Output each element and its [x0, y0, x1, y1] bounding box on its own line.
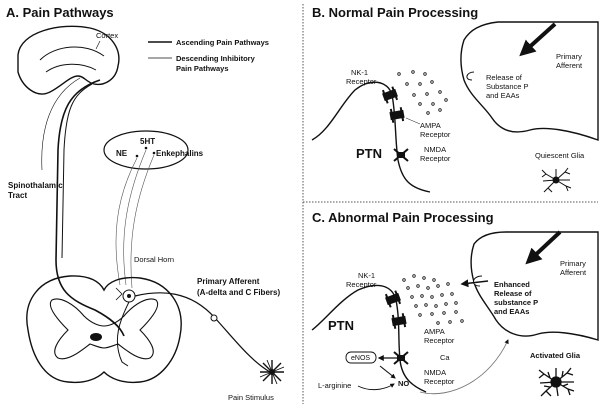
- afferent-c-label-1: Primary: [560, 259, 586, 268]
- ascending-tract-path-2: [61, 83, 93, 259]
- enkephalins-label: Enkephalins: [156, 149, 204, 158]
- panel-a: A. Pain Pathways Cortex Ascending Pain P…: [6, 5, 285, 402]
- ptn-label-b: PTN: [356, 146, 382, 161]
- release-vesicle-c: [473, 275, 483, 287]
- spinal-cord-outline: [26, 275, 182, 384]
- descending-line-enk: [130, 154, 155, 289]
- nmda-label-c-2: Receptor: [424, 377, 455, 386]
- ne-label: NE: [116, 149, 128, 158]
- afferent-a-label-2: (A-delta and C Fibers): [197, 288, 280, 297]
- panel-c-title: C. Abnormal Pain Processing: [312, 210, 494, 225]
- crossing-fiber: [116, 301, 130, 367]
- ht5-label: 5HT: [140, 137, 155, 146]
- grey-matter-outline: [50, 298, 158, 360]
- release-b-label-1: Release of: [486, 73, 523, 82]
- dorsal-root-ganglion: [210, 314, 218, 322]
- ptn-label-c: PTN: [328, 318, 354, 333]
- neurotransmitter-dots-c: [402, 274, 464, 325]
- nk1-label-b-2: Receptor: [346, 77, 377, 86]
- panel-a-title: A. Pain Pathways: [6, 5, 114, 20]
- ampa-receptor-c-icon: [391, 313, 407, 329]
- release-arrow-c: [460, 279, 489, 288]
- legend-descending-label-1: Descending Inhibitory: [176, 54, 256, 63]
- release-vesicle-b: [466, 71, 475, 81]
- nk1-label-c-1: NK-1: [358, 271, 375, 280]
- enos-label: eNOS: [351, 355, 370, 362]
- activated-glia-icon: [538, 367, 575, 397]
- nmda-label-b-2: Receptor: [420, 154, 451, 163]
- cortex-inner-line: [39, 46, 105, 61]
- enhanced-label-4: and EAAs: [494, 307, 529, 316]
- arrow-enos-no: [379, 365, 396, 379]
- quiescent-glia-icon: [541, 167, 572, 193]
- enk-dot: [152, 151, 156, 155]
- nmda-label-c-1: NMDA: [424, 368, 446, 377]
- big-arrow-c: [525, 230, 562, 265]
- descending-line-ne: [115, 157, 138, 286]
- cortex-outline: [17, 25, 120, 95]
- legend-ascending-label: Ascending Pain Pathways: [176, 38, 269, 47]
- ca-label: Ca: [440, 353, 450, 362]
- dorsal-horn-fork: [115, 287, 123, 301]
- ampa-label-c-2: Receptor: [424, 336, 455, 345]
- ptn-membrane-c: [311, 284, 427, 393]
- cortex-leader: [95, 40, 101, 50]
- pain-stimulus-label: Pain Stimulus: [228, 393, 274, 402]
- arrow-no-glia: [419, 339, 509, 395]
- ampa-receptor-b-icon: [389, 107, 405, 123]
- nk1-label-c-2: Receptor: [346, 280, 377, 289]
- descending-line-5ht: [123, 149, 147, 286]
- ptn-membrane-b: [311, 81, 431, 193]
- afferent-terminal-b: [460, 21, 599, 141]
- arrow-larginine-no: [357, 383, 395, 391]
- nk1-receptor-b-icon: [381, 86, 399, 104]
- ampa-label-b-1: AMPA: [420, 121, 441, 130]
- activated-glia-label: Activated Glia: [530, 351, 581, 360]
- legend-descending-label-2: Pain Pathways: [176, 64, 229, 73]
- ne-dot: [135, 154, 139, 158]
- quiescent-glia-label: Quiescent Glia: [535, 151, 585, 160]
- nmda-receptor-b-icon: [393, 148, 409, 162]
- ampa-label-c-1: AMPA: [424, 327, 445, 336]
- cortex-inner-line-2: [45, 63, 97, 73]
- primary-afferent-path-a: [134, 292, 271, 373]
- afferent-b-label-1: Primary: [556, 52, 582, 61]
- afferent-c-label-2: Afferent: [560, 268, 587, 277]
- afferent-terminal-c: [470, 231, 599, 341]
- spinothalamic-tract-path: [55, 79, 125, 337]
- dorsal-horn-neuron-core: [127, 294, 131, 298]
- tract-label-1: Spinothalamic: [8, 181, 63, 190]
- panel-b: B. Normal Pain Processing PTN NK-1 Recep…: [311, 5, 599, 193]
- central-canal: [90, 333, 102, 341]
- afferent-b-label-2: Afferent: [556, 61, 583, 70]
- pain-stimulus-star-icon: [259, 359, 285, 385]
- panel-b-title: B. Normal Pain Processing: [312, 5, 478, 20]
- tract-label-2: Tract: [8, 191, 27, 200]
- dorsal-horn-label: Dorsal Horn: [134, 255, 174, 264]
- enhanced-label-1: Enhanced: [494, 280, 530, 289]
- nk1-label-b-1: NK-1: [351, 68, 368, 77]
- enos-box: [345, 351, 377, 364]
- big-arrow-b: [519, 22, 557, 57]
- neurotransmitter-dots-b: [397, 70, 448, 115]
- enhanced-label-2: Release of: [494, 289, 532, 298]
- nk1-receptor-c-icon: [384, 290, 402, 308]
- larginine-label: L-arginine: [318, 381, 351, 390]
- nmda-label-b-1: NMDA: [424, 145, 446, 154]
- afferent-a-label-1: Primary Afferent: [197, 277, 260, 286]
- cortex-label: Cortex: [96, 31, 118, 40]
- ampa-label-b-2: Receptor: [420, 130, 451, 139]
- panel-c: C. Abnormal Pain Processing PTN NK-1 Rec…: [311, 210, 599, 397]
- ampa-leader-b: [405, 117, 421, 125]
- ht5-dot: [144, 146, 148, 150]
- enhanced-label-3: substance P: [494, 298, 538, 307]
- nmda-receptor-c-icon: [393, 351, 409, 365]
- release-b-label-3: and EAAs: [486, 91, 520, 100]
- no-label: NO: [398, 379, 409, 388]
- release-b-label-2: Substance P: [486, 82, 529, 91]
